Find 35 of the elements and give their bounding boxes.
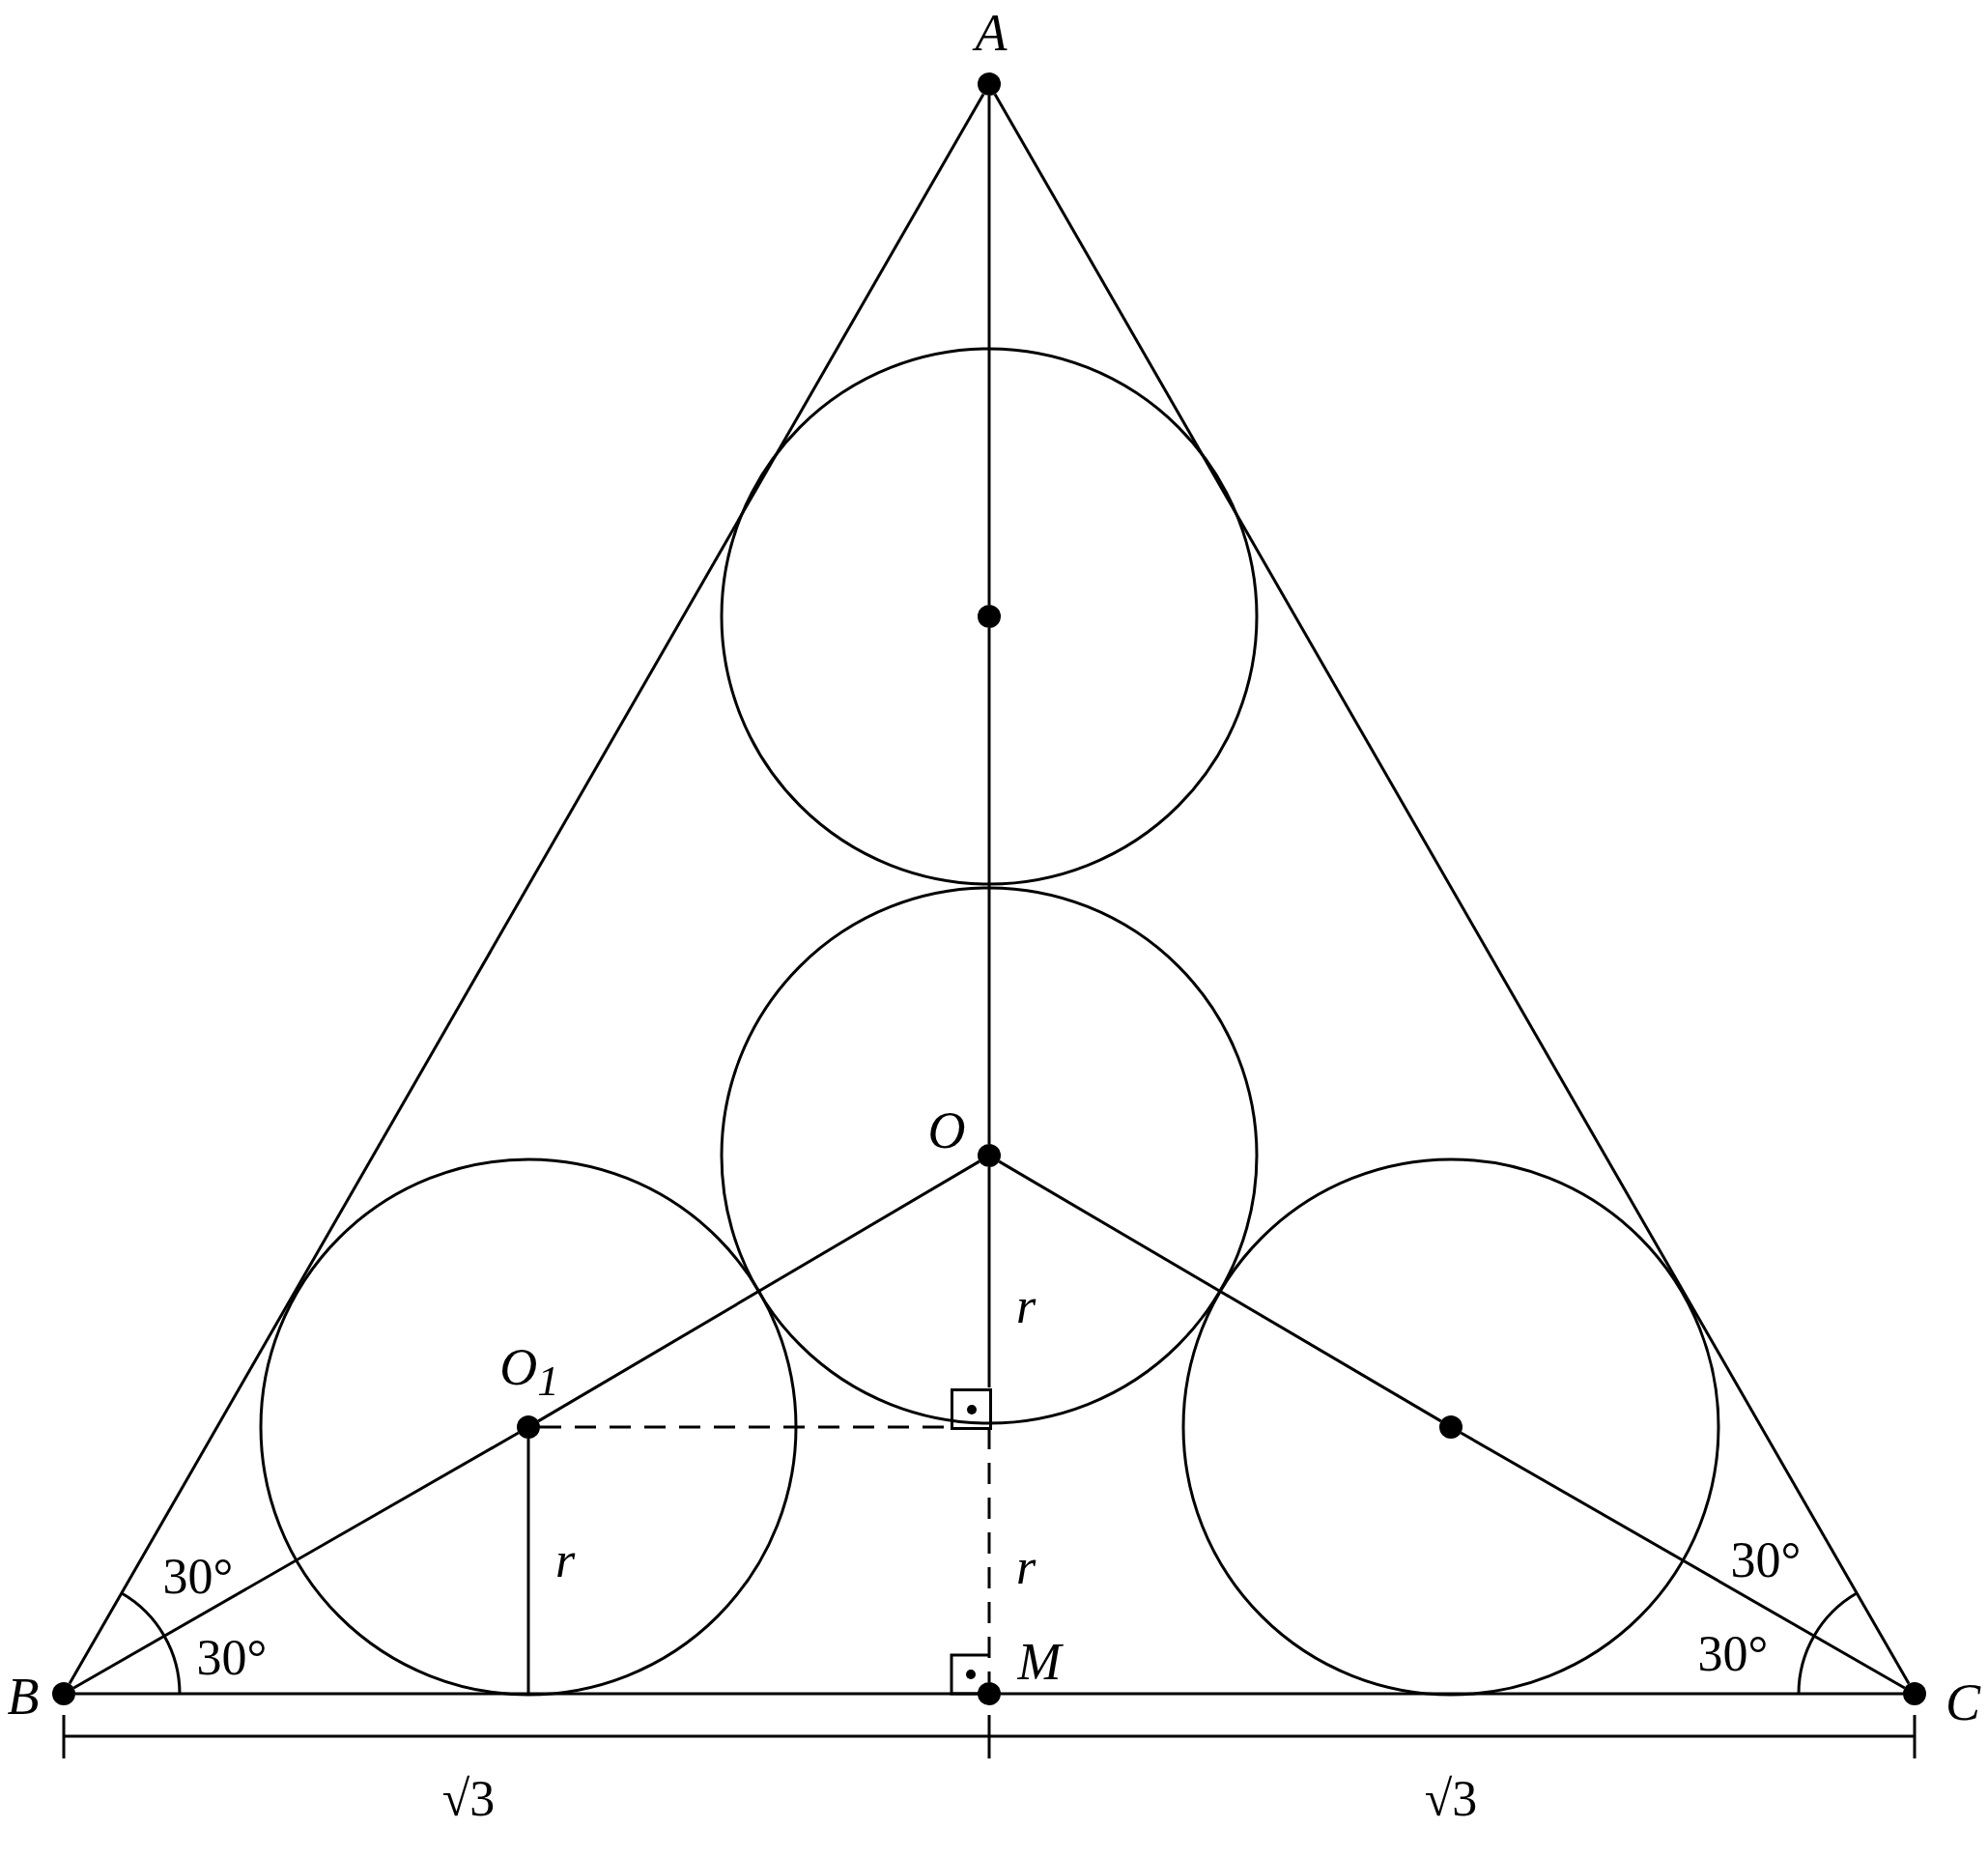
angle-label: 30° bbox=[1730, 1535, 1802, 1586]
line-segment bbox=[537, 1159, 980, 1423]
line-segment bbox=[993, 93, 1911, 1685]
point-label: C bbox=[1945, 1676, 1980, 1728]
length-label: √3 bbox=[441, 1774, 496, 1824]
point-dot bbox=[1439, 1415, 1463, 1439]
point-dot bbox=[1903, 1682, 1926, 1705]
line-segment bbox=[68, 93, 985, 1685]
line-segment bbox=[987, 1167, 991, 1388]
point-label: M bbox=[1017, 1636, 1062, 1688]
point-dot bbox=[978, 1682, 1001, 1705]
line-segment bbox=[987, 96, 991, 605]
point-dot bbox=[52, 1682, 75, 1705]
angle-label: 30° bbox=[196, 1633, 268, 1683]
radius-label: r bbox=[554, 1535, 576, 1586]
line-segment bbox=[1001, 1692, 1903, 1696]
right-angle-mark bbox=[951, 1388, 992, 1430]
point-label: O bbox=[927, 1104, 966, 1157]
line-segment bbox=[75, 1692, 978, 1696]
line-segment bbox=[72, 1431, 520, 1690]
radius-label: r bbox=[1015, 1542, 1037, 1592]
point-dot bbox=[978, 72, 1001, 96]
angle-label: 30° bbox=[1697, 1629, 1769, 1679]
radius-label: r bbox=[1015, 1281, 1037, 1331]
line-segment bbox=[987, 1428, 991, 1682]
line-segment bbox=[1460, 1431, 1906, 1690]
length-label: √3 bbox=[1424, 1774, 1478, 1824]
point-dot bbox=[517, 1415, 540, 1439]
point-dot bbox=[978, 1144, 1001, 1167]
line-segment bbox=[526, 1439, 530, 1694]
point-dot bbox=[978, 605, 1001, 628]
point-label: O$_{1}$ bbox=[499, 1340, 559, 1404]
angle-label: 30° bbox=[162, 1552, 234, 1602]
line-segment bbox=[998, 1159, 1442, 1423]
point-label: B bbox=[7, 1671, 40, 1723]
